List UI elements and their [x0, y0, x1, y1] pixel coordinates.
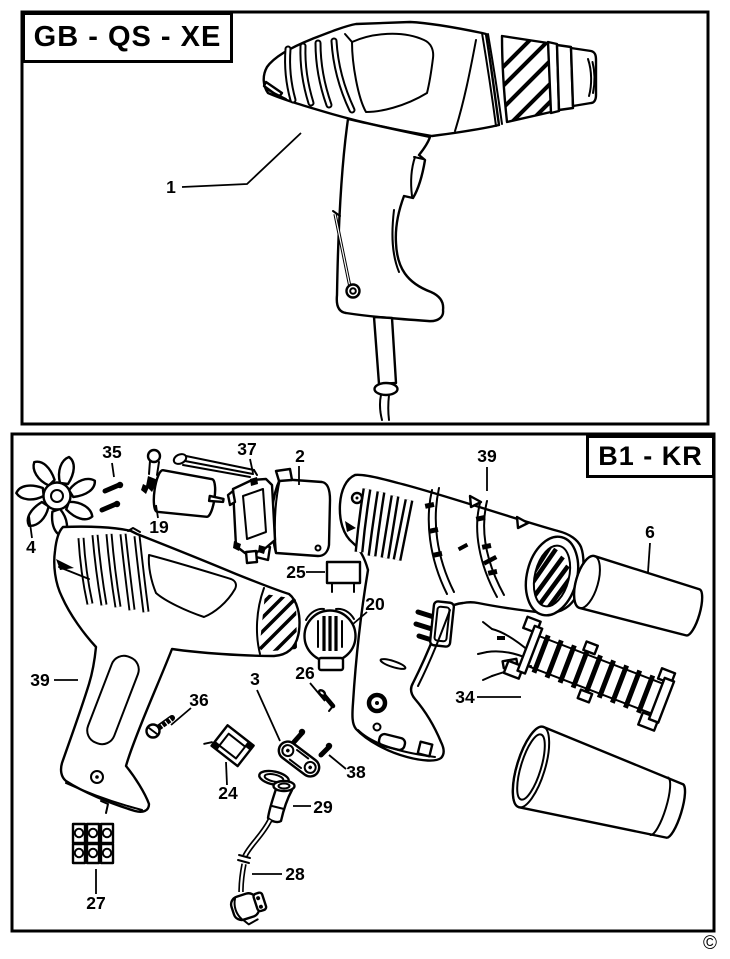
part-28-cord-plug — [229, 818, 273, 926]
rear-vent-slats — [284, 37, 356, 114]
bottom-panel-code-label: B1 - KR — [598, 441, 703, 471]
right-housing-vents — [354, 488, 414, 561]
inner-barrel — [511, 725, 687, 839]
copyright-mark: © — [703, 933, 717, 954]
part-39-left-housing — [53, 525, 301, 814]
part-38-screws — [291, 728, 333, 758]
part-37-spring-wire — [172, 453, 258, 478]
part-callout-label: 39 — [30, 670, 50, 690]
assembled-heat-gun — [262, 20, 598, 421]
part-callout-label: 1 — [166, 177, 176, 197]
callout-leader-line — [309, 682, 326, 702]
top-panel-callouts: 1 — [166, 132, 302, 197]
bottom-panel-border — [10, 432, 716, 933]
part-callout-label: 24 — [218, 783, 238, 803]
part-callout-label: 35 — [102, 442, 122, 462]
handle — [335, 117, 445, 323]
part-callout-label: 19 — [149, 517, 169, 537]
callout-leader-line — [256, 689, 281, 742]
callout-leader-line — [155, 504, 159, 519]
part-callout-label: 28 — [285, 864, 305, 884]
callout-leader-line — [111, 462, 115, 478]
part-callout-label: 39 — [477, 446, 497, 466]
callout-leader-line — [249, 458, 254, 474]
part-callout-label: 34 — [455, 687, 475, 707]
part-20-holder — [303, 607, 357, 672]
part-34-heating-element — [477, 615, 677, 732]
top-panel-code-box: GB - QS - XE — [22, 12, 233, 63]
part-callout-label: 37 — [237, 439, 256, 459]
part-callout-label: 6 — [645, 522, 655, 542]
nozzle-collar — [500, 34, 553, 124]
part-callout-label: 27 — [86, 893, 105, 913]
part-27-terminal-block — [71, 822, 115, 865]
part-2-bracket — [226, 467, 332, 565]
callout-leader-line — [28, 515, 33, 539]
part-callout-label: 4 — [26, 537, 36, 557]
part-callout-label: 36 — [189, 690, 209, 710]
part-36-screw — [145, 715, 175, 739]
rear-latch — [262, 80, 284, 99]
callout-leader-line — [225, 761, 228, 786]
callout-leader-line — [328, 754, 347, 770]
body-side-panel — [351, 32, 435, 113]
part-39-right-housing — [338, 473, 585, 762]
part-callout-label: 20 — [365, 594, 385, 614]
part-callout-label: 3 — [250, 669, 260, 689]
bottom-panel-callouts: 4 35 19 37 2 25 20 26 3 36 24 38 29 27 28 39 39 6 34 — [26, 439, 655, 913]
part-callout-label: 2 — [295, 446, 305, 466]
part-25-clip — [325, 560, 362, 593]
nozzle — [546, 40, 598, 115]
part-callout-label: 38 — [346, 762, 366, 782]
part-3-link — [258, 740, 321, 787]
callout-leader-line — [352, 611, 368, 625]
part-19-motor — [141, 448, 225, 518]
part-callout-label: 25 — [286, 562, 306, 582]
bottom-panel-code-box: B1 - KR — [586, 435, 715, 478]
part-26-pin — [317, 689, 336, 712]
part-callout-label: 29 — [313, 797, 333, 817]
callout-leader-line — [647, 542, 651, 573]
callout-leader-line — [170, 707, 192, 726]
top-panel-border — [20, 10, 710, 426]
callout-leader-line — [181, 132, 302, 188]
top-panel-code-label: GB - QS - XE — [33, 21, 222, 53]
part-35-screws — [99, 481, 124, 513]
left-housing-vents — [77, 533, 150, 613]
part-6-barrel — [572, 554, 704, 637]
part-29-strain-relief — [266, 779, 296, 824]
part-callout-label: 26 — [295, 663, 315, 683]
part-24-switch — [203, 724, 255, 768]
lock-lever — [332, 210, 361, 299]
cord-boot — [372, 315, 399, 421]
